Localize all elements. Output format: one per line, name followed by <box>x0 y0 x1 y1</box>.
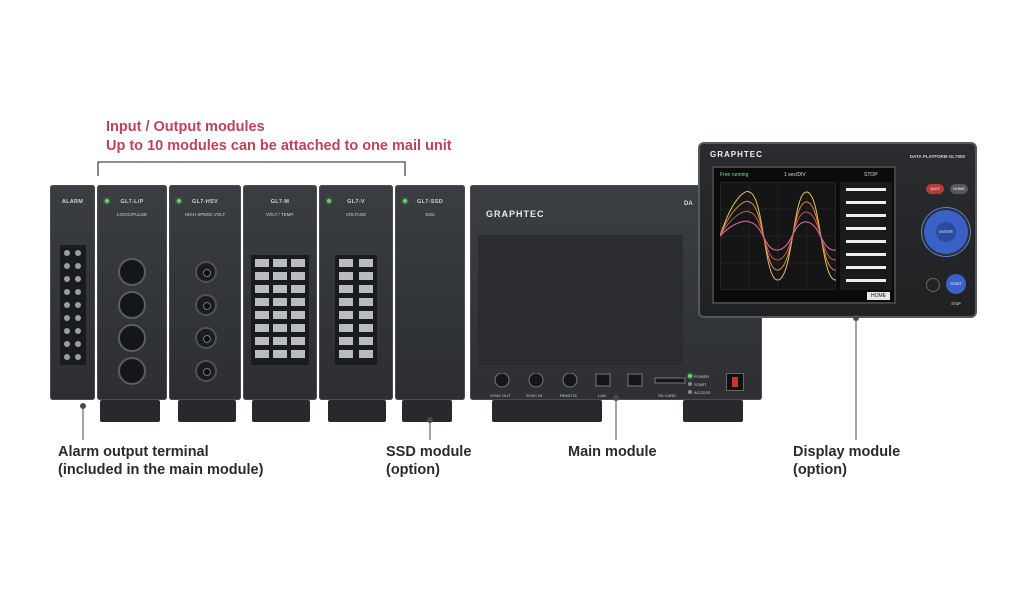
led-label-start: START <box>694 382 707 387</box>
display-brand-logo: GRAPHTEC <box>710 150 763 159</box>
foot <box>492 400 602 422</box>
module-label: GL7-M <box>270 199 290 205</box>
module-label: GL7-SSD <box>417 199 443 205</box>
module-sublabel: HIGH SPEED VOLT <box>184 212 226 217</box>
gl7-lp-module: GL7-L/P LOGIC/PULSE <box>97 185 167 400</box>
port-label-sync-in: SYNC IN <box>526 393 543 398</box>
gl7-m-module: GL7-M VOLT / TEMP. <box>243 185 317 400</box>
main-front-panel <box>478 235 683 365</box>
display-callout-line-1: Display module <box>793 444 901 460</box>
led-label-access: ACCESS <box>694 390 711 395</box>
screen-home-button[interactable]: HOME <box>867 292 890 300</box>
small-round-button-icon <box>926 278 940 292</box>
foot <box>328 400 386 422</box>
display-screen: Free running 1 sec/DIV STOP <box>712 166 896 304</box>
port-label-lan: LAN <box>598 393 606 398</box>
waveform-plot <box>720 182 836 290</box>
alarm-callout-line-1: Alarm output terminal <box>58 444 209 460</box>
enter-button[interactable]: ENTER <box>936 222 956 242</box>
foot <box>683 400 743 422</box>
alarm-terminal-block-icon <box>60 245 86 365</box>
alarm-callout-line-2: (included in the main module) <box>58 462 264 478</box>
status-led <box>327 199 331 203</box>
channel-values-panel <box>840 182 892 290</box>
port-label-sync-out: SYNC OUT <box>490 393 511 398</box>
screen-status-text: Free running <box>720 172 749 178</box>
module-bracket <box>97 161 406 176</box>
foot <box>178 400 236 422</box>
din-connectors-icon <box>118 258 146 385</box>
alarm-module: ALARM <box>50 185 95 400</box>
screen-rate-text: 1 sec/DIV <box>784 172 806 178</box>
display-callout: Display module (option) <box>793 443 900 479</box>
module-label: GL7-HSV <box>192 199 218 205</box>
power-switch-icon <box>726 373 744 391</box>
display-module: GRAPHTEC DATA PLATFORM GL7000 Free runni… <box>698 142 977 318</box>
main-brand-logo: GRAPHTEC <box>486 209 545 219</box>
status-led <box>177 199 181 203</box>
navigation-dial[interactable]: ENTER <box>924 210 968 254</box>
ssd-callout-line-2: (option) <box>386 462 440 478</box>
io-modules-heading: Input / Output modules Up to 10 modules … <box>106 118 452 156</box>
module-sublabel: LOGIC/PULSE <box>116 212 147 217</box>
module-label: GL7-L/P <box>120 199 144 205</box>
main-ports-icon <box>494 373 686 388</box>
bnc-connector-icon <box>195 360 217 382</box>
ssd-callout: SSD module (option) <box>386 443 471 479</box>
main-callout-line-1: Main module <box>568 444 657 460</box>
gl7-hsv-module: GL7-HSV HIGH SPEED VOLT <box>169 185 241 400</box>
status-led <box>403 199 407 203</box>
display-model-label: DATA PLATFORM GL7000 <box>909 154 965 159</box>
port-label-sd-card: SD CARD <box>658 393 677 398</box>
home-button[interactable]: HOME <box>950 184 968 194</box>
gl7-ssd-module: GL7-SSD SSD <box>395 185 465 400</box>
terminal-block-icon <box>335 255 377 365</box>
module-label: ALARM <box>61 199 84 205</box>
heading-line-2: Up to 10 modules can be attached to one … <box>106 138 452 154</box>
screen-stop-text: STOP <box>864 172 878 178</box>
module-sublabel: SSD <box>425 212 435 217</box>
power-led <box>688 374 692 378</box>
terminal-block-icon <box>251 255 309 365</box>
main-edge-label: DA <box>684 201 693 207</box>
module-label: GL7-V <box>347 199 365 205</box>
main-callout: Main module <box>568 443 657 461</box>
bnc-connector-icon <box>195 261 217 283</box>
bnc-connector-icon <box>195 294 217 316</box>
display-callout-line-2: (option) <box>793 462 847 478</box>
foot <box>402 400 452 422</box>
module-sublabel: VOLT / TEMP. <box>265 212 295 217</box>
start-led <box>688 382 692 386</box>
start-stop-button[interactable]: START STOP <box>946 274 966 306</box>
heading-line-1: Input / Output modules <box>106 119 265 135</box>
access-led <box>688 390 692 394</box>
gl7-v-module: GL7-V VOLTAGE <box>319 185 393 400</box>
bnc-connector-icon <box>195 327 217 349</box>
foot <box>100 400 160 422</box>
foot <box>252 400 310 422</box>
status-led <box>105 199 109 203</box>
quit-button[interactable]: QUIT <box>926 184 944 194</box>
port-label-remote: REMOTE <box>560 393 578 398</box>
module-sublabel: VOLTAGE <box>345 212 367 217</box>
led-label-power: POWER <box>694 374 710 379</box>
ssd-callout-line-1: SSD module <box>386 444 472 460</box>
alarm-callout: Alarm output terminal (included in the m… <box>58 443 263 479</box>
